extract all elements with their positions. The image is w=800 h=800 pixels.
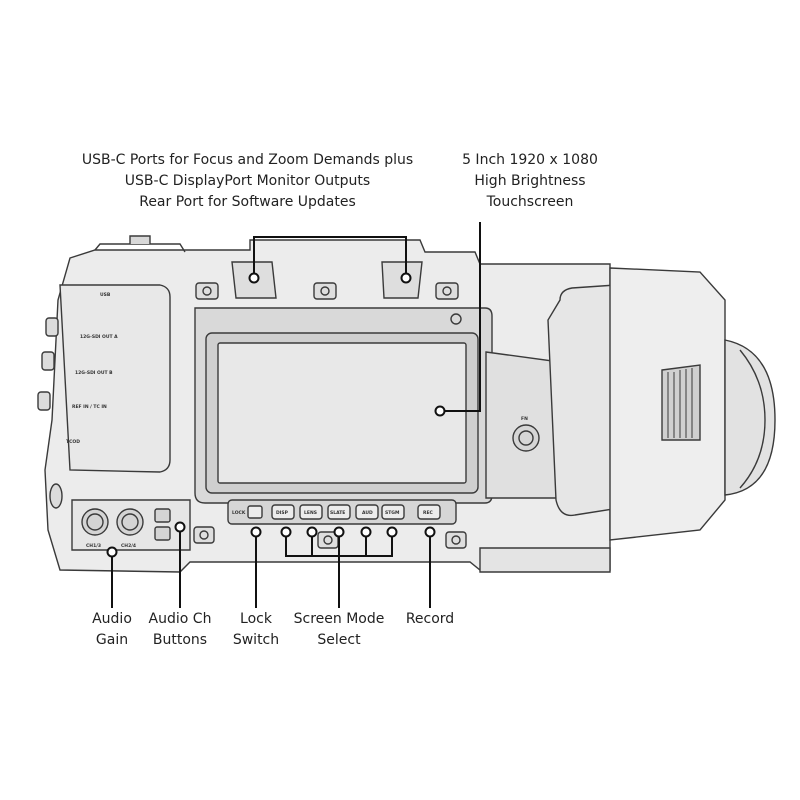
lens-button[interactable] xyxy=(299,504,323,520)
fn-dial[interactable] xyxy=(512,424,540,452)
callout-record-line1: Record xyxy=(405,611,455,627)
callout-audio-gain-line1: Audio xyxy=(92,611,132,627)
grip-ridges xyxy=(661,364,701,441)
bottom-rail xyxy=(479,547,611,573)
leader-screen-mode xyxy=(285,532,393,608)
callout-screen-mode-select: Screen Mode Select xyxy=(284,609,394,651)
callout-audio-ch-buttons: Audio Ch Buttons xyxy=(140,609,220,651)
label-fn: FN xyxy=(521,416,528,422)
callout-usb-ports-line3: Rear Port for Software Updates xyxy=(139,194,356,210)
label-lock: LOCK xyxy=(232,510,246,516)
label-lens: LENS xyxy=(304,510,317,516)
callout-touchscreen-line3: Touchscreen xyxy=(486,194,574,210)
callout-lock-switch-line1: Lock xyxy=(240,611,272,627)
audio-ch-button-1[interactable] xyxy=(154,508,171,523)
label-usb: USB xyxy=(100,292,111,298)
iris-knob[interactable] xyxy=(450,313,462,325)
label-slate: SLATE xyxy=(330,510,345,516)
callout-lock-switch-line2: Switch xyxy=(232,632,280,648)
callout-lock-switch: Lock Switch xyxy=(216,609,296,651)
label-disp: DISP xyxy=(276,510,289,516)
label-sdi-out-a: 12G-SDI OUT A xyxy=(80,334,118,340)
label-tc-out: TCOD xyxy=(66,439,80,445)
audio-ch-button-2[interactable] xyxy=(154,526,171,541)
callout-audio-gain: Audio Gain xyxy=(72,609,152,651)
callout-audio-ch-buttons-line2: Buttons xyxy=(152,632,208,648)
disp-button[interactable] xyxy=(271,504,295,520)
callout-touchscreen-line2: High Brightness xyxy=(474,173,586,189)
connector-panel xyxy=(59,284,171,473)
callout-usb-ports-line2: USB-C DisplayPort Monitor Outputs xyxy=(124,173,371,189)
callout-touchscreen: 5 Inch 1920 x 1080 High Brightness Touch… xyxy=(430,150,630,213)
label-aud: AUD xyxy=(362,510,373,516)
callout-touchscreen-line1: 5 Inch 1920 x 1080 xyxy=(462,152,598,168)
mount-point-1 xyxy=(195,282,219,300)
lock-switch[interactable] xyxy=(247,505,263,519)
bnc-connectors xyxy=(37,317,59,411)
leader-usb-ports xyxy=(253,236,407,278)
touchscreen[interactable] xyxy=(217,342,467,484)
label-ch1: CH1/3 xyxy=(86,543,101,549)
power-button[interactable] xyxy=(49,483,63,509)
callout-record: Record xyxy=(390,609,470,630)
callout-usb-ports-line1: USB-C Ports for Focus and Zoom Demands p… xyxy=(81,152,414,168)
callout-audio-ch-buttons-line1: Audio Ch xyxy=(148,611,212,627)
label-sdi-out-b: 12G-SDI OUT B xyxy=(75,370,113,376)
slate-button[interactable] xyxy=(327,504,351,520)
aud-button[interactable] xyxy=(355,504,379,520)
label-ref-in: REF IN / TC IN xyxy=(72,404,107,410)
stgm-button[interactable] xyxy=(381,504,405,520)
callout-screen-mode-select-line2: Select xyxy=(317,632,361,648)
leader-touchscreen xyxy=(440,222,481,412)
mount-point-3 xyxy=(435,282,459,300)
audio-gain-knob-2[interactable] xyxy=(116,508,144,536)
callout-screen-mode-select-line1: Screen Mode xyxy=(293,611,385,627)
audio-gain-knob-1[interactable] xyxy=(81,508,109,536)
rec-button[interactable] xyxy=(417,504,441,520)
label-stgm: STGM xyxy=(385,510,400,516)
callout-audio-gain-line2: Gain xyxy=(95,632,129,648)
label-rec: REC xyxy=(423,510,434,516)
eyepiece xyxy=(724,339,776,496)
mount-point-2 xyxy=(313,282,337,300)
callout-usb-ports: USB-C Ports for Focus and Zoom Demands p… xyxy=(60,150,435,213)
label-ch2: CH2/4 xyxy=(121,543,136,549)
top-knob xyxy=(129,235,151,244)
